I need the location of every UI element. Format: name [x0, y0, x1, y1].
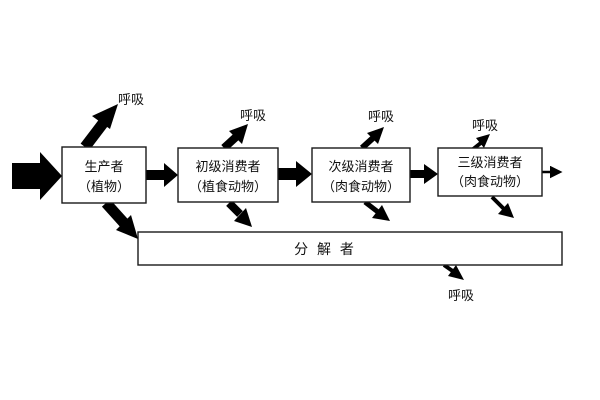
respiration-label-decomposer: 呼吸	[448, 289, 474, 304]
decomposition-arrow-producer	[101, 199, 138, 239]
respiration-arrow-secondary	[359, 127, 384, 151]
respiration-label-primary: 呼吸	[240, 109, 266, 124]
secondary-consumer-sublabel: （肉食动物）	[322, 179, 400, 195]
decomposition-arrow-secondary	[363, 200, 390, 221]
secondary-consumer-label: 次级消费者	[328, 159, 393, 175]
flow-arrow-primary-to-secondary	[278, 161, 312, 187]
flow-arrow-secondary-to-tertiary	[410, 164, 438, 184]
decomposition-arrow-primary	[226, 200, 252, 227]
respiration-label-tertiary: 呼吸	[472, 119, 498, 134]
secondary-consumer-box	[311, 147, 411, 203]
producer-sublabel: （植物）	[78, 180, 130, 195]
decomposition-arrow-tertiary	[490, 195, 514, 218]
producer-label: 生产者	[84, 160, 123, 175]
decomposer-box	[137, 231, 563, 266]
producer-box	[61, 146, 147, 204]
respiration-label-secondary: 呼吸	[368, 110, 394, 125]
tertiary-consumer-sublabel: （肉食动物）	[451, 174, 529, 190]
decomposer-label: 分 解 者	[294, 242, 354, 258]
flow-arrow-producer-to-primary	[146, 163, 178, 187]
primary-consumer-sublabel: （植食动物）	[189, 179, 267, 195]
primary-consumer-label: 初级消费者	[195, 160, 260, 175]
energy-input-arrow	[12, 152, 62, 200]
primary-consumer-box	[177, 147, 279, 203]
respiration-arrow-primary	[221, 124, 248, 151]
tertiary-consumer-box	[437, 147, 543, 197]
respiration-label-producer: 呼吸	[118, 93, 144, 108]
respiration-arrow-producer	[80, 104, 118, 151]
respiration-arrow-decomposer	[442, 263, 464, 280]
tertiary-consumer-label: 三级消费者	[457, 156, 522, 171]
